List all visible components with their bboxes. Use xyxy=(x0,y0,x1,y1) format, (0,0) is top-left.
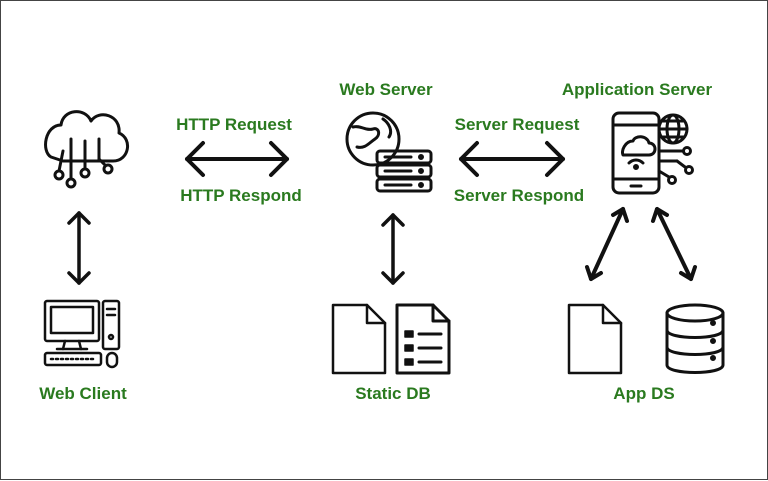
appserver-to-database-arrow xyxy=(651,207,697,281)
server-request-label: Server Request xyxy=(454,115,580,134)
database-icon xyxy=(665,303,725,374)
app-ds-label: App DS xyxy=(613,384,675,403)
webserver-vertical-arrow xyxy=(381,213,405,285)
static-db-label: Static DB xyxy=(355,384,431,403)
http-request-label: HTTP Request xyxy=(176,115,292,134)
application-server-label: Application Server xyxy=(561,80,713,99)
globe-server-icon xyxy=(345,111,433,193)
cloud-network-icon xyxy=(44,110,129,189)
client-vertical-arrow xyxy=(67,211,91,285)
server-double-arrow xyxy=(459,141,565,177)
http-respond-label: HTTP Respond xyxy=(180,186,302,205)
desktop-computer-icon xyxy=(43,299,121,369)
document-icon xyxy=(331,303,387,375)
phone-cloud-globe-icon xyxy=(611,111,694,195)
web-server-label: Web Server xyxy=(339,80,433,99)
app-document-icon xyxy=(567,303,623,375)
server-respond-label: Server Respond xyxy=(453,186,585,205)
http-double-arrow xyxy=(185,141,289,177)
appserver-to-document-arrow xyxy=(585,207,629,281)
web-client-label: Web Client xyxy=(39,384,127,403)
document-list-icon xyxy=(395,303,451,375)
